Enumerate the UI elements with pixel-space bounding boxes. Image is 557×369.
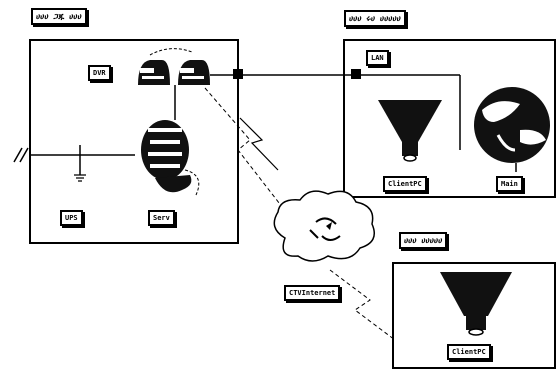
main-display-label: Main	[496, 176, 523, 192]
dashed-link	[204, 87, 301, 231]
client-monitor-icon	[440, 272, 512, 336]
client-monitor-icon	[378, 100, 442, 162]
rotation-arrow-icon	[149, 48, 193, 56]
server-label: Serv	[148, 210, 175, 226]
remote-site-title: ሀሀሀ ሀሀሀሀሀ	[399, 232, 448, 249]
dashed-link	[329, 269, 396, 341]
server-camera-icon	[141, 120, 200, 196]
internet-cloud-icon	[273, 190, 375, 262]
lan-label: LAN	[366, 50, 389, 66]
main-display-icon	[474, 87, 550, 172]
dvr-label: DVR	[88, 65, 111, 81]
ground-icon	[74, 174, 86, 182]
lightning-link	[239, 117, 279, 171]
ups-label: UPS	[60, 210, 83, 226]
right-site-title: ሀሀሀ ሩሀ ሀሀሀሀሀ	[344, 10, 406, 27]
camera-icon	[178, 60, 210, 85]
left-site-title: ሀሀሀ ጋጁ ሀሀሀ	[31, 8, 87, 25]
internet-label: CTVInternet	[284, 285, 341, 301]
network-port-icon	[233, 69, 243, 79]
power-break-icon	[13, 147, 29, 163]
network-port-icon	[351, 69, 361, 79]
camera-icon	[138, 60, 170, 85]
client-pc-label: ClientPC	[383, 176, 427, 192]
client-pc-label: ClientPC	[447, 344, 491, 360]
